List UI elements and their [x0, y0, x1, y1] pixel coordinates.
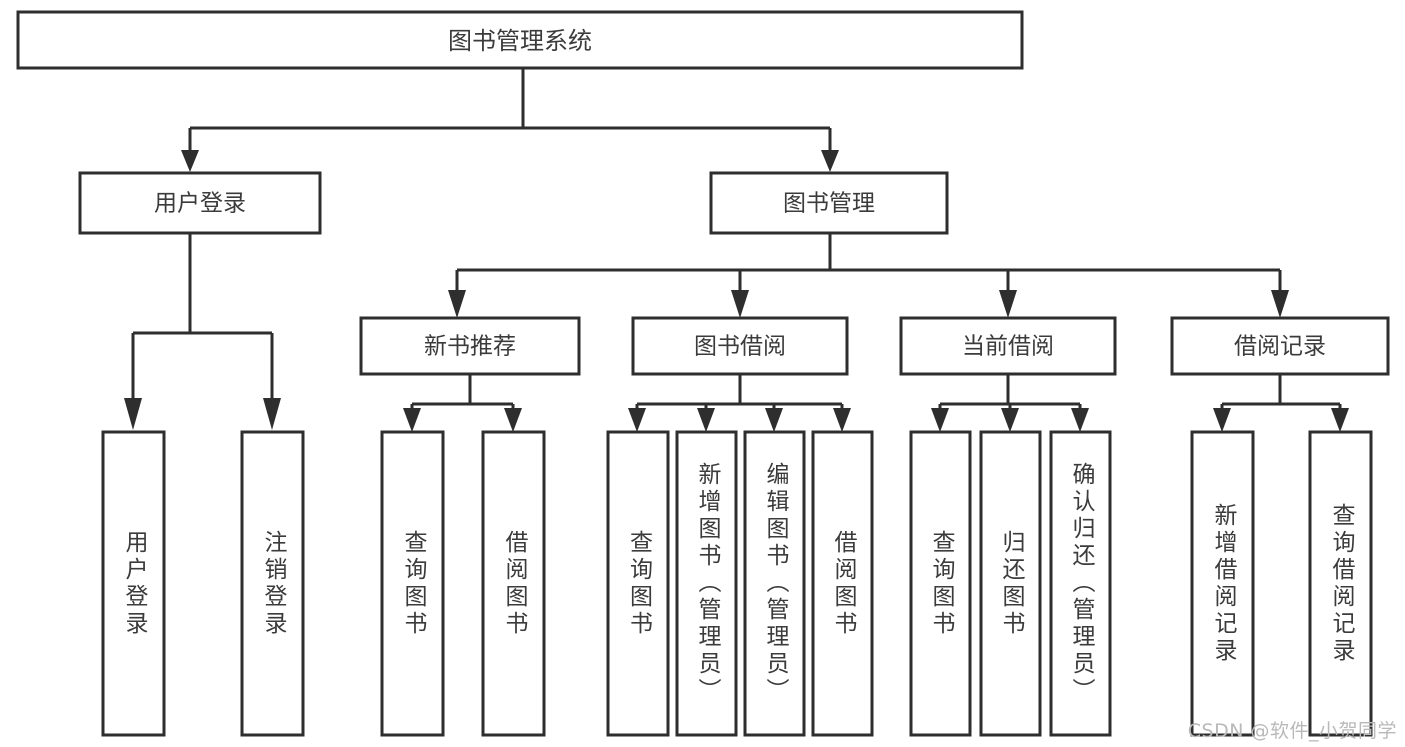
arrow-to-book-borrow [731, 290, 749, 318]
arrow-to-recommend-query-book [403, 408, 421, 432]
node-borrow-record-label: 借阅记录 [1234, 334, 1326, 360]
arrow-to-recommend-borrow-book [504, 408, 522, 432]
node-borrow-record[interactable]: 借阅记录 [1170, 316, 1390, 376]
leaf-box-record-add[interactable] [1190, 430, 1255, 737]
arrow-to-borrow-borrow-book [833, 408, 851, 432]
leaf-box-record-query[interactable] [1308, 430, 1373, 737]
leaf-box-logout[interactable] [240, 430, 305, 737]
arrow-to-current-query-book [931, 408, 949, 432]
node-user-login[interactable]: 用户登录 [78, 171, 322, 235]
arrow-to-record-add [1213, 408, 1231, 432]
leaf-box-borrow-borrow-book[interactable] [811, 430, 874, 737]
node-book-borrow[interactable]: 图书借阅 [631, 316, 849, 376]
arrow-to-current-return-book [1001, 408, 1019, 432]
leaf-box-recommend-query-book[interactable] [380, 430, 445, 737]
node-root[interactable]: 图书管理系统 [16, 10, 1024, 70]
node-book-management-box[interactable] [709, 171, 949, 235]
leaf-box-user-login[interactable] [101, 430, 166, 737]
node-user-login-box[interactable] [78, 171, 322, 235]
node-current-borrow[interactable]: 当前借阅 [899, 316, 1117, 376]
node-root-box[interactable] [16, 10, 1024, 70]
node-book-management-label: 图书管理 [783, 191, 875, 217]
node-book-borrow-label: 图书借阅 [694, 334, 786, 360]
node-new-book-recommend-box[interactable] [359, 316, 581, 376]
node-new-book-recommend[interactable]: 新书推荐 [359, 316, 581, 376]
node-book-management[interactable]: 图书管理 [709, 171, 949, 235]
node-borrow-record-box[interactable] [1170, 316, 1390, 376]
arrow-to-current-confirm-return [1071, 408, 1089, 432]
leaf-box-current-query-book[interactable] [909, 430, 972, 737]
arrow-to-user-login [181, 150, 199, 172]
leaf-box-recommend-borrow-book[interactable] [481, 430, 546, 737]
arrow-to-current-borrow [999, 290, 1017, 318]
node-user-login-label: 用户登录 [154, 191, 246, 217]
arrow-to-logout-leaf [263, 398, 281, 430]
node-book-borrow-box[interactable] [631, 316, 849, 376]
arrow-to-borrow-add-book [697, 408, 715, 432]
leaf-box-borrow-edit-book[interactable] [743, 430, 806, 737]
csdn-watermark: CSDN @软件_小贺同学 [1187, 720, 1397, 742]
connector-layer [124, 68, 1349, 432]
leaf-box-current-confirm-return[interactable] [1049, 430, 1112, 737]
node-new-book-recommend-label: 新书推荐 [424, 334, 516, 360]
arrow-to-borrow-edit-book [765, 408, 783, 432]
arrow-to-new-book-recommend [448, 290, 466, 318]
arrow-to-borrow-record [1271, 290, 1289, 318]
leaf-box-current-return-book[interactable] [979, 430, 1042, 737]
leaf-box-borrow-add-book[interactable] [675, 430, 738, 737]
node-current-borrow-label: 当前借阅 [962, 334, 1054, 360]
node-root-label: 图书管理系统 [448, 27, 592, 55]
node-current-borrow-box[interactable] [899, 316, 1117, 376]
arrow-to-borrow-query-book [628, 408, 646, 432]
arrow-to-user-login-leaf [124, 398, 142, 430]
leaf-box-borrow-query-book[interactable] [606, 430, 670, 737]
arrow-to-record-query [1331, 408, 1349, 432]
arrow-to-book-management [821, 150, 839, 172]
